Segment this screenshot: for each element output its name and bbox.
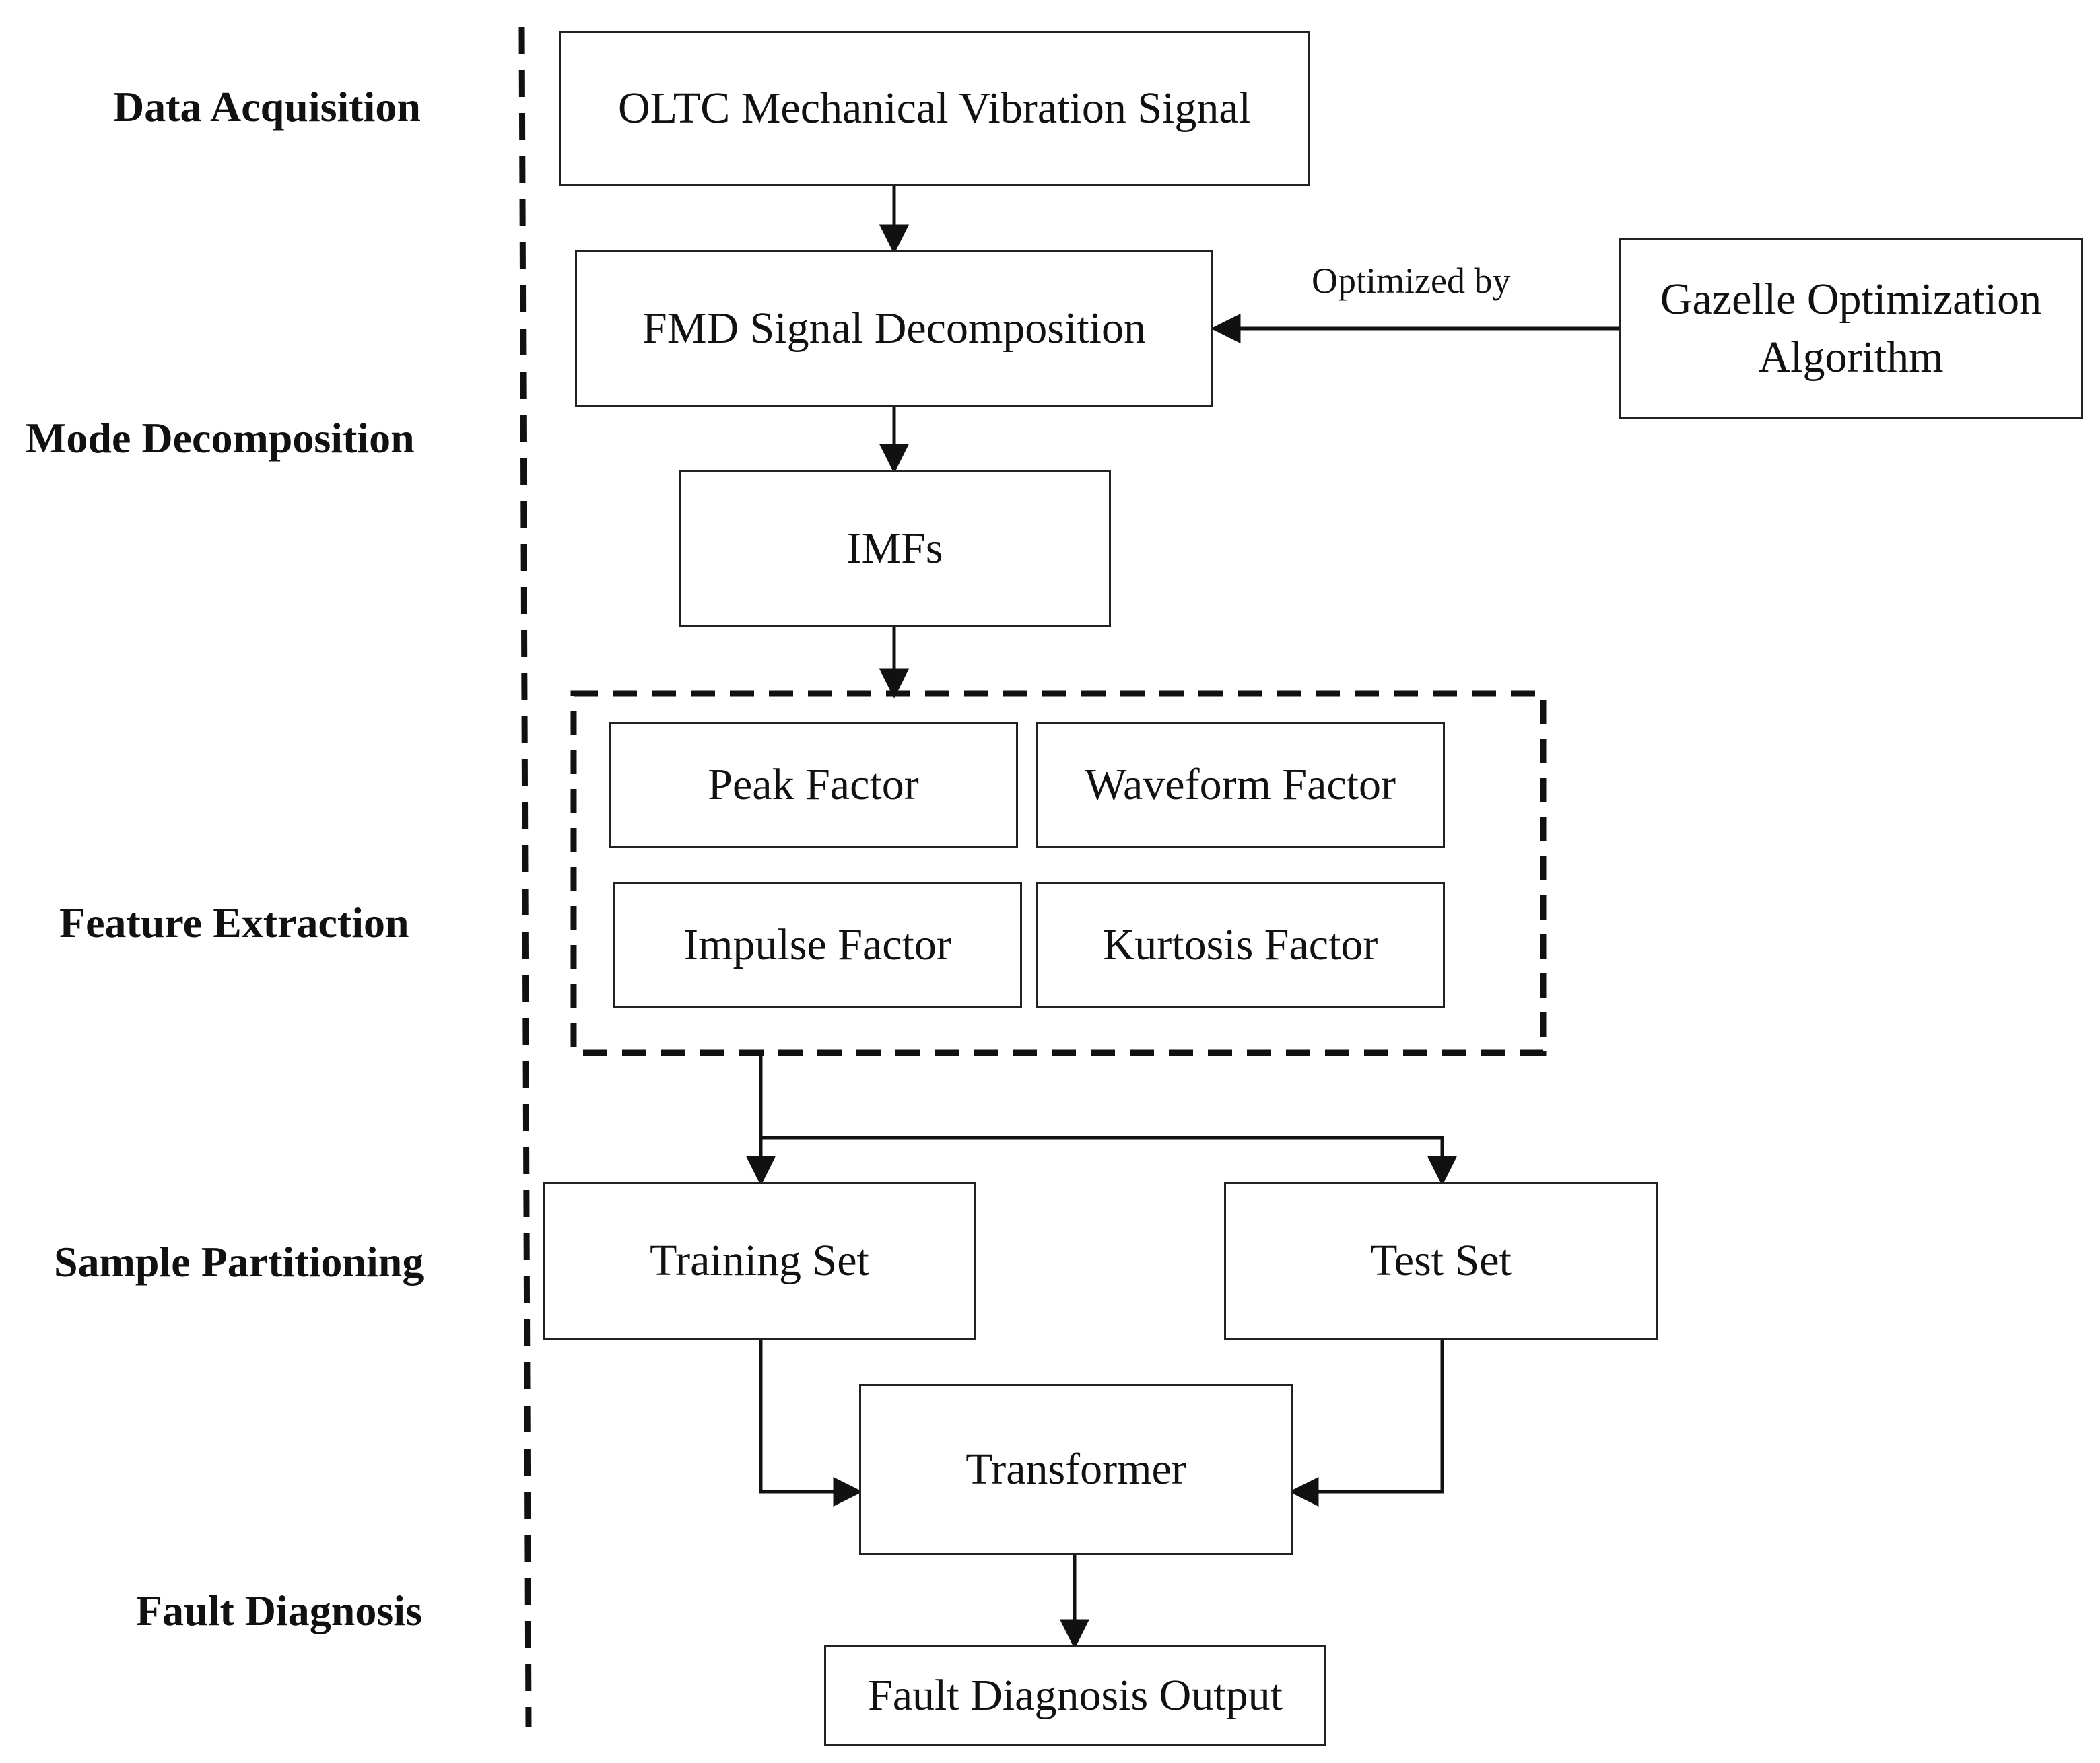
node-fault-diagnosis-output: Fault Diagnosis Output xyxy=(824,1645,1326,1746)
arrow-training-to-transformer xyxy=(759,1336,838,1494)
node-label: Training Set xyxy=(650,1236,869,1286)
stage-label-sample-partitioning: Sample Partitioning xyxy=(54,1238,424,1286)
node-label: Fault Diagnosis Output xyxy=(867,1671,1283,1721)
node-impulse-factor: Impulse Factor xyxy=(613,882,1022,1008)
arrow-test-to-transformer xyxy=(1314,1336,1444,1494)
node-gazelle-optimization: Gazelle Optimization Algorithm xyxy=(1619,238,2083,419)
edge-label-optimized-by: Optimized by xyxy=(1312,261,1511,301)
arrow-features-to-test xyxy=(761,1136,1444,1158)
node-label: Peak Factor xyxy=(708,760,919,810)
stage-label-feature-extraction: Feature Extraction xyxy=(59,899,409,946)
node-label: FMD Signal Decomposition xyxy=(642,304,1146,353)
node-test-set: Test Set xyxy=(1224,1182,1658,1340)
stage-label-data-acquisition: Data Acquisition xyxy=(113,83,421,131)
node-transformer: Transformer xyxy=(859,1384,1293,1555)
node-label: Waveform Factor xyxy=(1085,760,1396,810)
node-label: OLTC Mechanical Vibration Signal xyxy=(617,83,1252,133)
node-kurtosis-factor: Kurtosis Factor xyxy=(1036,882,1445,1008)
node-label: Kurtosis Factor xyxy=(1102,920,1378,970)
stage-separator-dashed-line xyxy=(518,26,532,1727)
node-label: IMFs xyxy=(846,524,943,574)
node-oltc-vibration-signal: OLTC Mechanical Vibration Signal xyxy=(559,31,1310,186)
node-label: Test Set xyxy=(1370,1236,1512,1286)
node-label: Transformer xyxy=(966,1445,1186,1494)
node-label-line1: Gazelle Optimization xyxy=(1660,275,2042,324)
node-label: Impulse Factor xyxy=(683,920,951,970)
feature-group-dashed-border xyxy=(570,690,1547,1056)
stage-label-mode-decomposition: Mode Decomposition xyxy=(26,414,415,462)
node-peak-factor: Peak Factor xyxy=(609,722,1018,848)
node-waveform-factor: Waveform Factor xyxy=(1036,722,1445,848)
node-imfs: IMFs xyxy=(679,470,1111,627)
stage-label-fault-diagnosis: Fault Diagnosis xyxy=(136,1587,422,1634)
node-training-set: Training Set xyxy=(543,1182,976,1340)
node-fmd-decomposition: FMD Signal Decomposition xyxy=(575,250,1213,407)
node-label-line2: Algorithm xyxy=(1758,333,1944,382)
